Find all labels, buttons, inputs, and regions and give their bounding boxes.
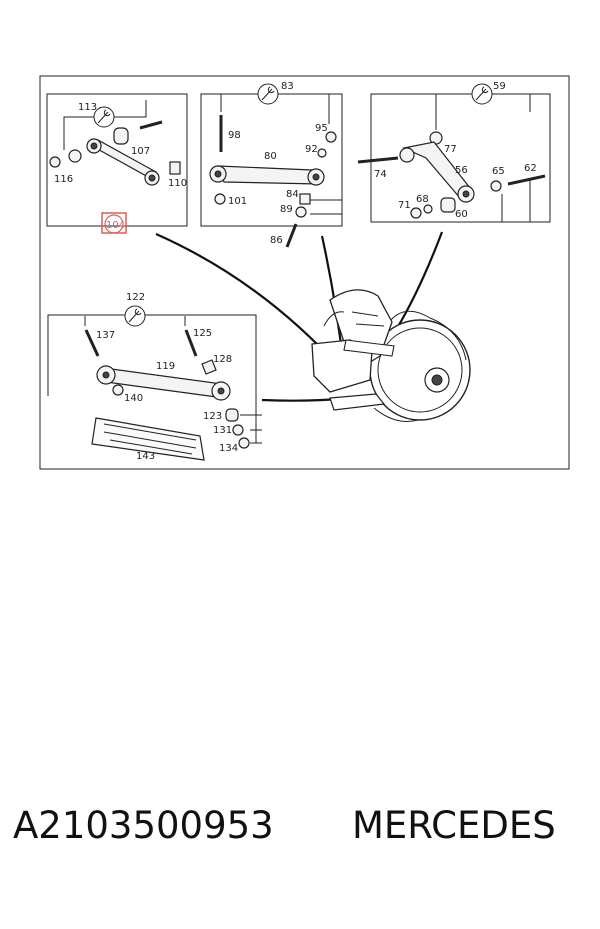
leader-84-89 [310,199,342,215]
part-number: A2103500953 [13,804,274,847]
label-80: 80 [264,151,277,162]
leader-59 [435,93,531,130]
label-101: 101 [228,196,247,207]
label-60: 60 [455,209,468,220]
bolt-62 [507,174,546,186]
leader-122 [84,316,186,326]
brand-name: MERCEDES [352,804,556,847]
label-107: 107 [131,146,150,157]
nut-140 [112,384,124,396]
label-122: 122 [126,292,145,303]
label-98: 98 [228,130,241,141]
washer-92 [317,148,327,158]
label-134: 134 [219,443,238,454]
leader-123-134 [240,414,262,444]
label-83: 83 [281,81,294,92]
nut-116 [68,149,82,163]
label-68: 68 [416,194,429,205]
label-131: 131 [213,425,232,436]
product-caption: A2103500953 MERCEDES [0,800,600,860]
strut-arm-part [86,138,160,186]
washer-89 [295,206,307,218]
bushing-84 [299,193,311,205]
bolt-86 [285,223,298,248]
cover-ribs [103,423,197,455]
group-box-113 [46,93,188,227]
wrench-icon [471,83,493,105]
nut-110 [169,161,181,175]
bracket-128 [201,359,217,375]
label-119: 119 [156,361,175,372]
label-140: 140 [124,393,143,404]
label-92: 92 [305,144,318,155]
label-116: 116 [54,174,73,185]
bushing-123 [225,408,239,422]
control-arm-80 [209,165,325,186]
washer-68 [423,204,433,214]
rear-axle-assembly-drawing [311,289,471,422]
leader-113 [63,100,147,150]
label-125: 125 [193,328,212,339]
nut-134 [238,437,250,449]
wrench-icon [124,305,146,327]
label-74: 74 [374,169,387,180]
control-arm-119 [96,365,231,401]
washer-131 [232,424,244,436]
label-56: 56 [455,165,468,176]
bushing-60 [440,197,456,213]
label-104: 104 [106,220,125,231]
label-89: 89 [280,204,293,215]
nut-101 [214,193,226,205]
label-123: 123 [203,411,222,422]
protective-cover-143 [91,417,205,461]
bushing-107 [113,127,129,145]
diagram-frame [39,75,570,470]
label-59: 59 [493,81,506,92]
pointer-56 [395,231,444,331]
label-65: 65 [492,166,505,177]
group-box-122 [47,314,257,430]
label-128: 128 [213,354,232,365]
wrench-icon [257,83,279,105]
label-77: 77 [444,144,457,155]
control-arm-56 [399,141,475,203]
nut-95 [325,131,337,143]
bolt-125 [184,329,198,357]
leader-65-62 [501,178,531,222]
bolt-part [139,120,163,130]
label-71: 71 [398,200,411,211]
label-84: 84 [286,189,299,200]
leader-83 [220,93,330,124]
label-110: 110 [168,178,187,189]
washer-116 [49,156,61,168]
parts-diagram: 113 107 116 110 104 83 98 80 95 92 [39,75,570,470]
nut-71 [410,207,422,219]
label-137: 137 [96,330,115,341]
label-86: 86 [270,235,283,246]
highlight-104[interactable]: 104 [101,212,127,234]
label-62: 62 [524,163,537,174]
label-143: 143 [136,451,155,462]
label-95: 95 [315,123,328,134]
bolt-137 [84,329,100,357]
label-113: 113 [78,102,97,113]
washer-65 [490,180,502,192]
bolt-74 [357,156,399,164]
